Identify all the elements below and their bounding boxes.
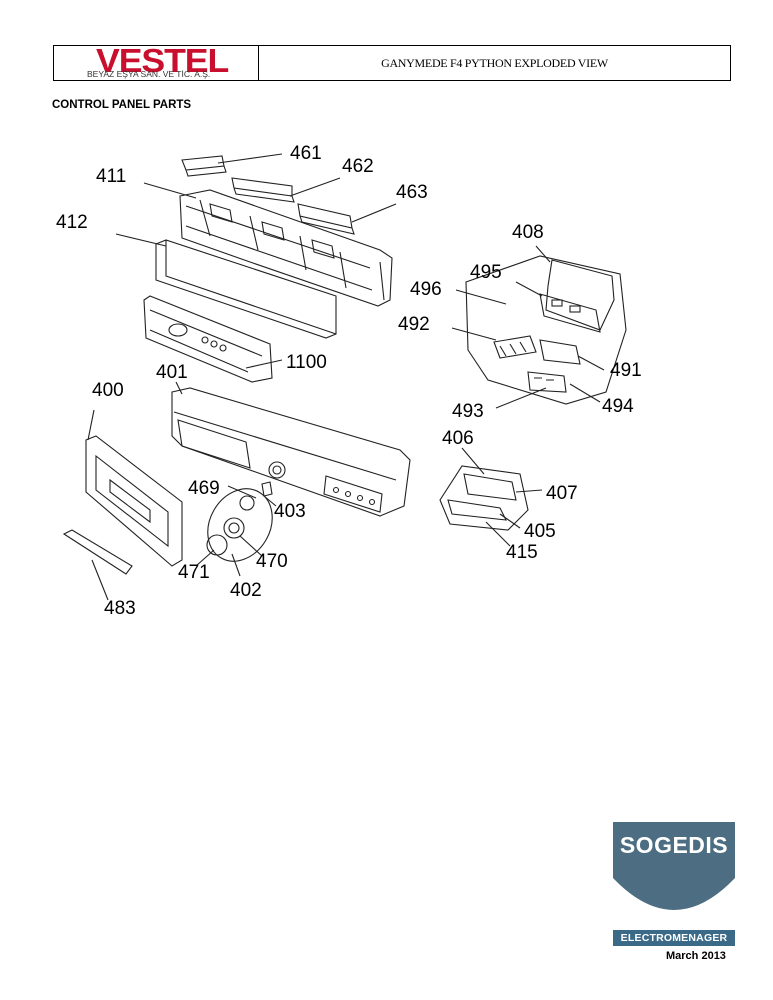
- label-461: 461: [290, 143, 322, 164]
- label-407: 407: [546, 483, 578, 504]
- part-463-strip: [297, 203, 355, 235]
- label-462: 462: [342, 156, 374, 177]
- part-400-drawer: [85, 435, 183, 567]
- label-483: 483: [104, 598, 136, 619]
- part-1100-panel: [143, 295, 273, 383]
- label-401: 401: [156, 362, 188, 383]
- part-461-strip: [181, 155, 227, 177]
- vestel-logo: VESTEL: [96, 42, 229, 79]
- label-408: 408: [512, 222, 544, 243]
- part-470-knob: [223, 517, 245, 539]
- header-table: VESTEL BEYAZ EŞYA SAN. VE TİC. A.Ş. GANY…: [53, 42, 731, 81]
- section-title: CONTROL PANEL PARTS: [52, 99, 192, 111]
- label-494: 494: [602, 396, 634, 417]
- label-1100: 1100: [286, 352, 327, 373]
- exploded-view-diagram: 461 462 463 411 412 408 495 496 492 1100…: [56, 143, 642, 619]
- label-405: 405: [524, 521, 556, 542]
- part-471-cap: [206, 534, 228, 556]
- label-495: 495: [470, 262, 502, 283]
- sogedis-tagline: ELECTROMENAGER: [620, 932, 728, 944]
- part-406-module: [463, 473, 517, 501]
- part-493-module: [527, 371, 567, 393]
- label-492: 492: [398, 314, 430, 335]
- part-401-fascia: [171, 387, 411, 517]
- part-405-pcb: [447, 499, 507, 521]
- part-462-strip: [231, 177, 295, 203]
- sogedis-brand-name: SOGEDIS: [619, 832, 729, 858]
- label-469: 469: [188, 478, 220, 499]
- label-400: 400: [92, 380, 124, 401]
- part-495-pcb: [539, 293, 601, 333]
- part-491-module: [539, 339, 581, 365]
- label-496: 496: [410, 279, 442, 300]
- label-402: 402: [230, 580, 262, 601]
- label-463: 463: [396, 182, 428, 203]
- label-493: 493: [452, 401, 484, 422]
- label-470: 470: [256, 551, 288, 572]
- sogedis-logo-graphic: [613, 822, 735, 946]
- part-412-board: [155, 239, 337, 339]
- label-403: 403: [274, 501, 306, 522]
- part-403-knob-base: [207, 488, 273, 562]
- sogedis-logo: SOGEDIS ELECTROMENAGER: [613, 822, 735, 946]
- label-491: 491: [610, 360, 642, 381]
- part-492-buttons: [493, 335, 537, 359]
- part-411-frame: [179, 189, 393, 307]
- part-483-handle: [62, 529, 133, 575]
- label-406: 406: [442, 428, 474, 449]
- label-411: 411: [96, 166, 126, 187]
- group-408-outline: [465, 255, 627, 405]
- label-415: 415: [506, 542, 538, 563]
- document-title: GANYMEDE F4 PYTHON EXPLODED VIEW: [381, 55, 608, 70]
- label-471: 471: [178, 562, 210, 583]
- vestel-company-name: BEYAZ EŞYA SAN. VE TİC. A.Ş.: [87, 69, 211, 79]
- label-412: 412: [56, 212, 88, 233]
- group-406-outline: [439, 465, 529, 531]
- part-469-button: [239, 495, 255, 511]
- document-date: March 2013: [666, 950, 726, 962]
- vestel-logo-cell: VESTEL BEYAZ EŞYA SAN. VE TİC. A.Ş.: [54, 42, 259, 80]
